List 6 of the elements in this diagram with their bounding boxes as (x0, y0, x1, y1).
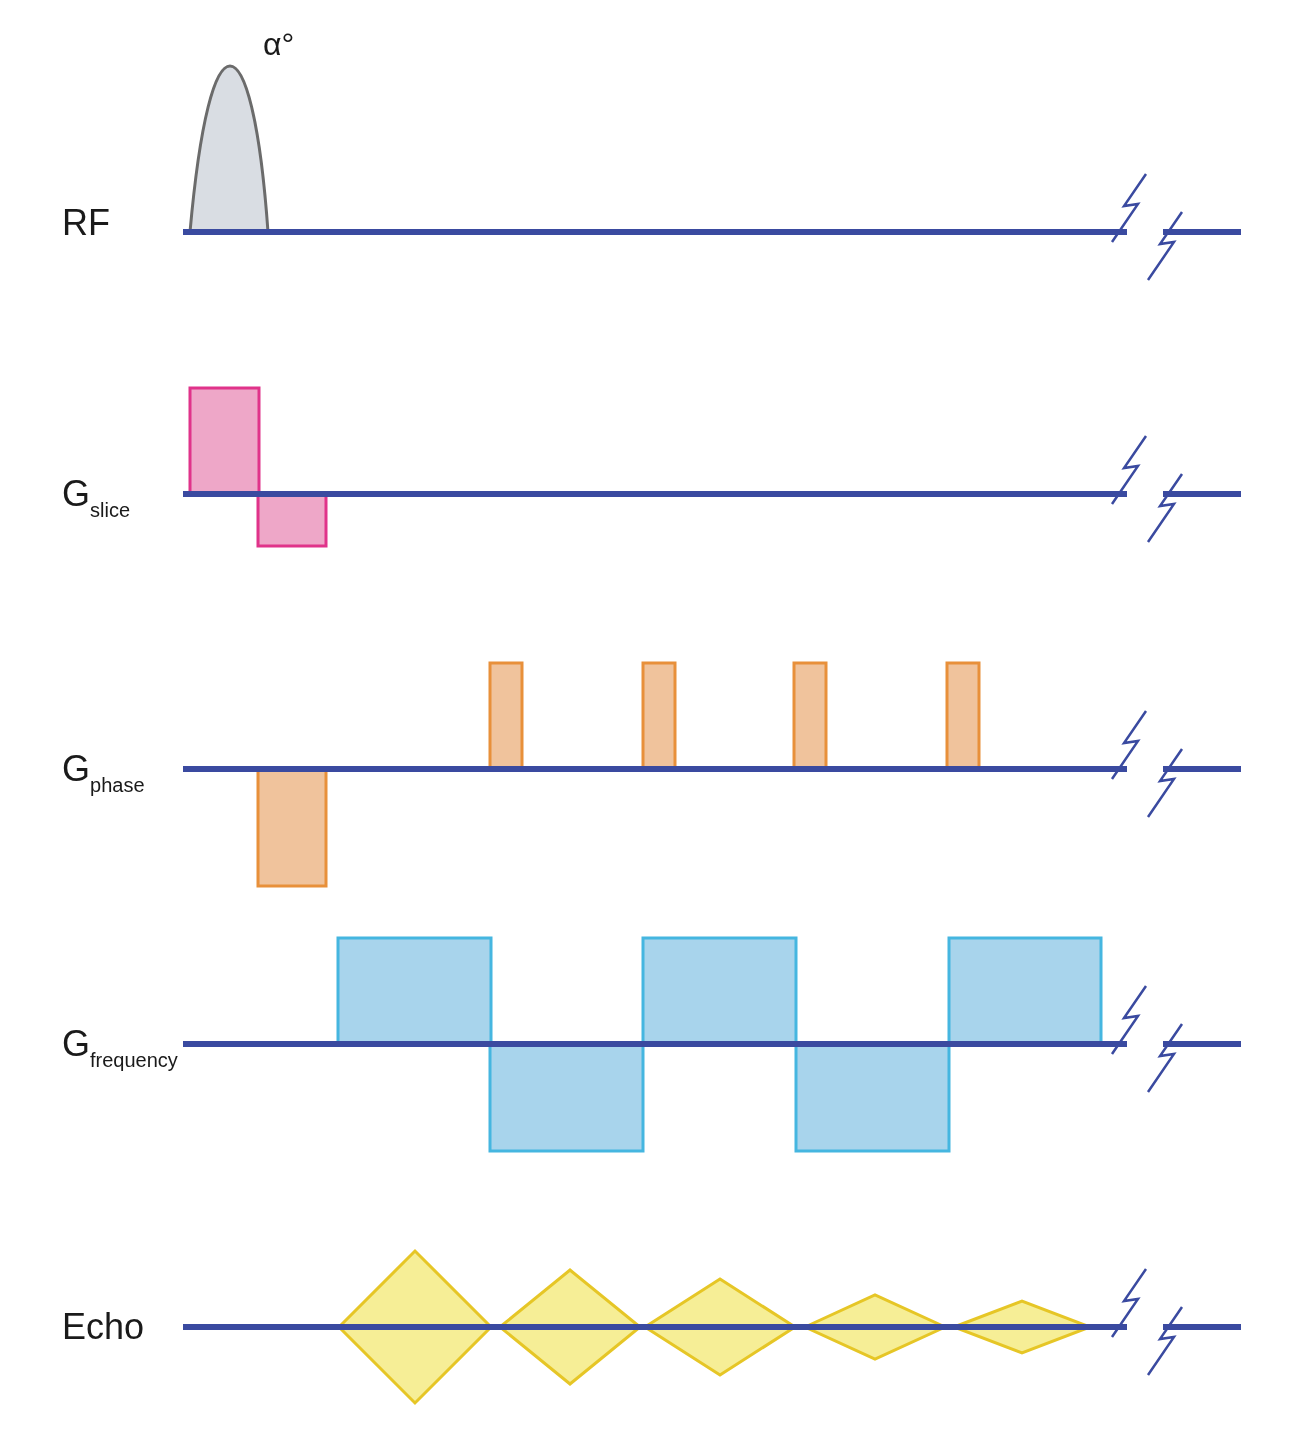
row-label: Echo (62, 1309, 145, 1345)
row-label: G$_{phase}$ (62, 751, 145, 795)
row-label: G$_{slice}$ (62, 476, 131, 520)
row-label: RF (62, 205, 110, 241)
flip-angle-label: α° (263, 28, 295, 60)
row-label: G$_{frequency}$ (62, 1026, 178, 1070)
